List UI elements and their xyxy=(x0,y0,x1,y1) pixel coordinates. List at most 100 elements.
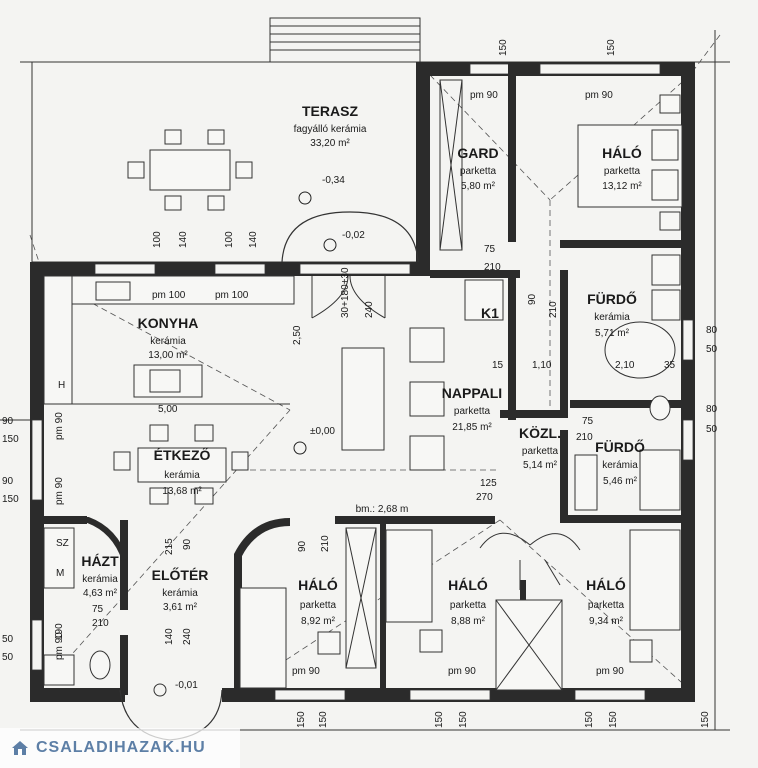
stair-label: 30+180+30 xyxy=(340,267,351,318)
dim-label: 90 xyxy=(297,540,308,552)
room-furdo2: FÜRDŐ kerámia 5,46 m² xyxy=(595,438,645,487)
bed-halo3 xyxy=(385,529,563,691)
room-floor: parketta xyxy=(454,406,491,417)
room-floor: parketta xyxy=(522,446,559,457)
pantry-m-label: M xyxy=(56,568,64,579)
room-floor: parketta xyxy=(300,600,337,611)
outer-dimensions: 100 140 100 140 150 150 80 50 80 50 90 1… xyxy=(2,39,718,663)
door-height-label: 240 xyxy=(364,301,375,318)
bed-halo4 xyxy=(629,529,681,663)
dim-label: pm 90 xyxy=(54,632,65,660)
dim-label: 150 xyxy=(498,39,509,56)
dim-label: 150 xyxy=(2,434,19,445)
room-floor: kerámia xyxy=(594,312,630,323)
bed-halo1 xyxy=(577,94,683,231)
dim-label: 125 xyxy=(480,478,497,489)
terrace-step-level-label: -0,02 xyxy=(342,230,365,241)
chimney-k1-label: K1 xyxy=(481,305,499,321)
room-gard: GARD parketta 5,80 m² xyxy=(457,145,498,192)
room-area: 5,46 m² xyxy=(603,476,638,487)
room-area: 33,20 m² xyxy=(310,138,350,149)
dim-label: 210 xyxy=(576,432,593,443)
room-name: GARD xyxy=(457,145,498,161)
dim-label: pm 90 xyxy=(292,666,320,677)
bath-110-label: 1,10 xyxy=(532,360,552,371)
ceiling-height-label: bm.: 2,68 m xyxy=(356,504,409,515)
room-name: TERASZ xyxy=(302,103,358,119)
room-area: 8,88 m² xyxy=(451,616,486,627)
room-name: HÁLÓ xyxy=(602,144,642,161)
bath-35-label: 35 xyxy=(664,360,676,371)
room-area: 5,80 m² xyxy=(461,181,496,192)
dim-label: 215 xyxy=(164,538,175,555)
dim-label: 5,00 xyxy=(158,404,178,415)
dim-label: 210 xyxy=(92,618,109,629)
dim-label: 150 xyxy=(2,494,19,505)
dim-label: pm 90 xyxy=(448,666,476,677)
room-floor: kerámia xyxy=(162,588,198,599)
door-swings xyxy=(479,532,581,590)
dim-label: 50 xyxy=(2,652,14,663)
room-floor: kerámia xyxy=(164,470,200,481)
dim-label: 90 xyxy=(2,416,14,427)
dim-label: 50 xyxy=(706,344,718,355)
room-halo3: HÁLÓ parketta 8,88 m² xyxy=(448,576,488,627)
dim-label: 270 xyxy=(476,492,493,503)
room-area: 5,71 m² xyxy=(595,328,630,339)
windows xyxy=(31,63,694,701)
room-name: HÁLÓ xyxy=(298,576,338,593)
dim-label: 150 xyxy=(584,711,595,728)
dim-label: 90 xyxy=(2,476,14,487)
room-name: ELŐTÉR xyxy=(152,566,209,583)
dim-label: 75 xyxy=(92,604,104,615)
dim-label: 90 xyxy=(182,538,193,550)
room-area: 13,68 m² xyxy=(162,486,202,497)
room-floor: kerámia xyxy=(602,460,638,471)
dim-label: 140 xyxy=(248,231,259,248)
room-konyha: KONYHA kerámia 13,00 m² 5,00 xyxy=(138,315,199,415)
dim-label: 50 xyxy=(2,634,14,645)
misc-labels: K1 bm.: 2,68 m -0,01 -0,02 30+180+30 240… xyxy=(56,230,676,691)
hall-curved-wall xyxy=(234,518,291,690)
room-name: KÖZL. xyxy=(519,425,561,441)
door-dimensions: pm 90 pm 90 pm 100 pm 100 pm 90 pm 90 pm… xyxy=(54,90,624,677)
dim-label: 210 xyxy=(320,535,331,552)
room-floor: parketta xyxy=(604,166,641,177)
room-name: FÜRDŐ xyxy=(587,290,637,307)
house-logo-icon xyxy=(12,741,28,755)
dim-label: 140 xyxy=(178,231,189,248)
dim-label: 80 xyxy=(706,404,718,415)
stair xyxy=(311,275,386,319)
room-furdo1: FÜRDŐ kerámia 5,71 m² xyxy=(587,290,637,339)
room-area: 13,12 m² xyxy=(602,181,642,192)
pergola-top xyxy=(269,17,421,63)
bathroom1-fixtures xyxy=(604,254,681,379)
room-halo2: HÁLÓ parketta 8,92 m² xyxy=(298,576,338,627)
dim-label: 190 xyxy=(54,623,65,640)
room-name: FÜRDŐ xyxy=(595,438,645,455)
living-furniture xyxy=(341,279,504,471)
room-area: 13,00 m² xyxy=(148,350,188,361)
dim-label: pm 100 xyxy=(215,290,249,301)
interior-walls xyxy=(42,62,690,695)
kitchen-250-label: 2,50 xyxy=(292,325,303,345)
kitchen-h-label: H xyxy=(58,380,65,391)
room-floor: kerámia xyxy=(150,336,186,347)
kitchen-counters xyxy=(43,275,295,405)
dim-label: 80 xyxy=(706,325,718,336)
dim-label: 50 xyxy=(706,424,718,435)
room-floor: parketta xyxy=(460,166,497,177)
room-area: 3,61 m² xyxy=(163,602,198,613)
dim-label: 150 xyxy=(700,711,711,728)
pantry-curved-wall xyxy=(42,517,128,562)
dim-label: 75 xyxy=(582,416,594,427)
room-kozl: KÖZL. parketta 5,14 m² xyxy=(519,425,561,471)
room-area: 21,85 m² xyxy=(452,422,492,433)
room-area: 5,14 m² xyxy=(523,460,558,471)
bathroom2-fixtures xyxy=(574,395,681,511)
dim-label: 150 xyxy=(318,711,329,728)
room-eloter: ELŐTÉR kerámia 3,61 m² xyxy=(152,566,209,613)
terrace-arch xyxy=(281,211,419,263)
room-name: HÁZT xyxy=(81,553,119,569)
